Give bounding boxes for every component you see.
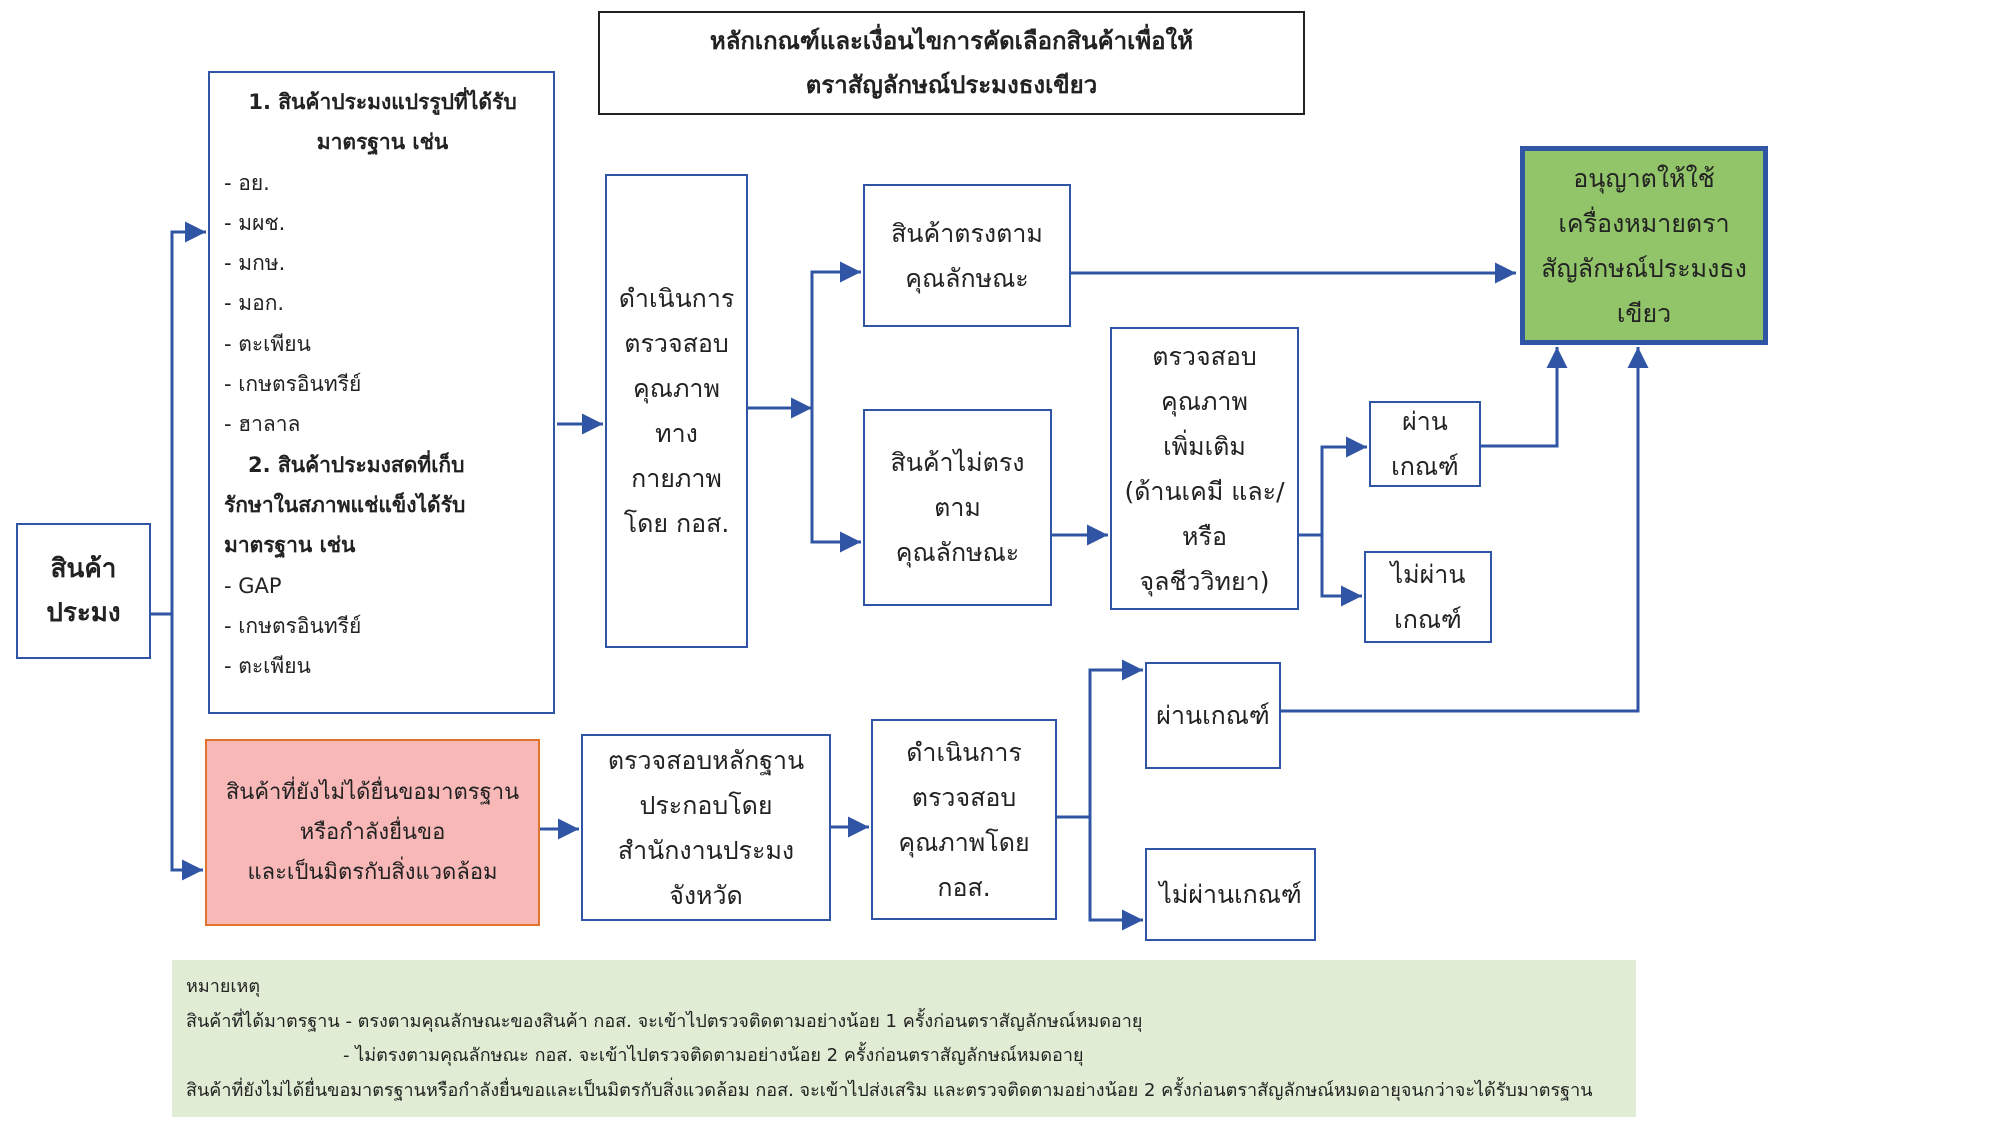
arrow-to-fail2 [1088,817,1143,931]
nonstd-line-1: สินค้าที่ยังไม่ได้ยื่นขอมาตรฐาน [225,779,520,805]
arrow-to-non-standard [170,614,203,881]
arrow-to-match [810,261,861,408]
fishery-product-node: สินค้า ประมง [16,523,151,659]
pass2-label: ผ่านเกณฑ์ [1156,701,1270,730]
arrow-to-fail1 [1320,535,1362,607]
nomatch-line: ตาม [934,493,981,522]
standard-item-mok: - มอก. [224,291,285,316]
fail-criteria-node-1: ไม่ผ่าน เกณฑ์ [1364,551,1492,643]
phys2-line: ดำเนินการ [906,737,1022,767]
standard-item-ay: - อย. [224,170,270,195]
phys2-line: คุณภาพโดย [898,827,1030,857]
title-line-2: ตราสัญลักษณ์ประมงธงเขียว [805,71,1098,99]
footnote-panel: หมายเหตุ สินค้าที่ได้มาตรฐาน - ตรงตามคุณ… [172,960,1636,1117]
permit-line: อนุญาตให้ใช้ [1573,163,1715,193]
note-line-2: - ไม่ตรงตามคุณลักษณะ กอส. จะเข้าไปตรวจติ… [343,1045,1084,1066]
evidence-check-node: ตรวจสอบหลักฐาน ประกอบโดย สำนักงานประมง จ… [581,734,831,921]
note-heading: หมายเหตุ [186,976,261,997]
phys2-line: กอส. [937,872,991,902]
match-line: สินค้าตรงตาม [891,218,1043,248]
arrow-to-standards [170,221,206,614]
arrow-to-not-match [810,408,861,553]
permit-green-flag-mark-node: อนุญาตให้ใช้ เครื่องหมายตรา สัญลักษณ์ประ… [1520,146,1768,345]
fail-criteria-node-2: ไม่ผ่านเกณฑ์ [1145,848,1316,941]
matches-spec-node: สินค้าตรงตาม คุณลักษณะ [863,184,1071,327]
match-line: คุณลักษณะ [905,263,1029,293]
permit-line: สัญลักษณ์ประมงธง [1541,253,1747,283]
product-line-2: ประมง [46,598,121,628]
additional-quality-check-node: ตรวจสอบ คุณภาพ เพิ่มเติม (ด้านเคมี และ/ … [1110,327,1299,610]
standards-heading-1-line-2: มาตรฐาน เช่น [316,130,449,155]
pass1-line: เกณฑ์ [1391,452,1459,481]
extra-line: คุณภาพ [1161,386,1248,416]
phys-line: โดย กอส. [623,509,730,538]
phys-line: ดำเนินการ [618,284,735,313]
standard-item-taphian: - ตะเพียน [224,331,311,356]
product-line-1: สินค้า [50,554,117,584]
nonstd-line-3: และเป็นมิตรกับสิ่งแวดล้อม [247,859,498,885]
pass-criteria-node-2: ผ่านเกณฑ์ [1145,662,1281,769]
arrow-to-pass1 [1320,436,1367,535]
extra-line: ตรวจสอบ [1152,341,1257,371]
nonstd-line-2: หรือกำลังยื่นขอ [299,819,446,845]
quality-check-node-2: ดำเนินการ ตรวจสอบ คุณภาพโดย กอส. [871,719,1057,920]
diagram-title: หลักเกณฑ์และเงื่อนไขการคัดเลือกสินค้าเพื… [598,11,1305,115]
phys-line: ตรวจสอบ [624,329,729,358]
pass1-line: ผ่าน [1402,407,1448,436]
permit-line: เครื่องหมายตรา [1558,208,1730,238]
non-standard-product-node: สินค้าที่ยังไม่ได้ยื่นขอมาตรฐาน หรือกำลั… [205,739,540,926]
certified-standards-node: 1. สินค้าประมงแปรรูปที่ได้รับ มาตรฐาน เช… [208,71,555,714]
note-line-3: สินค้าที่ยังไม่ได้ยื่นขอมาตรฐานหรือกำลัง… [186,1079,1593,1101]
fail2-label: ไม่ผ่านเกณฑ์ [1159,880,1302,909]
arrow-pass1-to-permit [1481,347,1568,448]
standard-item-mkos: - มกษ. [224,251,286,276]
standards-heading-2-line-2: รักษาในสภาพแช่แข็งได้รับ [224,492,466,517]
permit-line: เขียว [1616,298,1672,328]
extra-line: (ด้านเคมี และ/ [1124,476,1285,506]
arrow-to-pass2 [1088,659,1143,817]
fresh-item-gap: - GAP [224,573,282,598]
fail1-line: ไม่ผ่าน [1390,560,1466,589]
evid-line: ตรวจสอบหลักฐาน [607,745,805,775]
standards-heading-2-line-1: 2. สินค้าประมงสดที่เก็บ [248,452,465,477]
fail1-line: เกณฑ์ [1394,605,1462,634]
fresh-item-organic: - เกษตรอินทรีย์ [224,613,362,638]
note-line-1: สินค้าที่ได้มาตรฐาน - ตรงตามคุณลักษณะของ… [186,1010,1143,1032]
nomatch-line: คุณลักษณะ [895,538,1020,567]
fresh-item-taphian: - ตะเพียน [224,654,311,679]
extra-line: เพิ่มเติม [1163,431,1246,461]
evid-line: ประกอบโดย [639,790,773,820]
evid-line: จังหวัด [669,880,743,910]
title-line-1: หลักเกณฑ์และเงื่อนไขการคัดเลือกสินค้าเพื… [709,27,1194,55]
extra-line: หรือ [1182,521,1227,551]
standards-heading-2-line-3: มาตรฐาน เช่น [224,533,356,558]
standard-item-halal: - ฮาลาล [224,412,301,437]
standard-item-organic: - เกษตรอินทรีย์ [224,372,362,397]
standards-heading-1-line-1: 1. สินค้าประมงแปรรูปที่ได้รับ [248,90,517,114]
physical-quality-check-node: ดำเนินการ ตรวจสอบ คุณภาพ ทาง กายภาพ โดย … [605,174,748,648]
arrow-pass2-to-permit [1281,347,1649,713]
standard-item-mphch: - มผช. [224,210,286,235]
evid-line: สำนักงานประมง [617,835,795,865]
not-matching-spec-node: สินค้าไม่ตรง ตาม คุณลักษณะ [863,409,1052,606]
phys2-line: ตรวจสอบ [911,782,1017,812]
phys-line: กายภาพ [631,464,722,493]
phys-line: คุณภาพ [633,374,720,403]
extra-line: จุลชีววิทยา) [1139,566,1270,596]
nomatch-line: สินค้าไม่ตรง [890,448,1025,477]
phys-line: ทาง [655,419,698,448]
pass-criteria-node-1: ผ่าน เกณฑ์ [1369,401,1481,487]
